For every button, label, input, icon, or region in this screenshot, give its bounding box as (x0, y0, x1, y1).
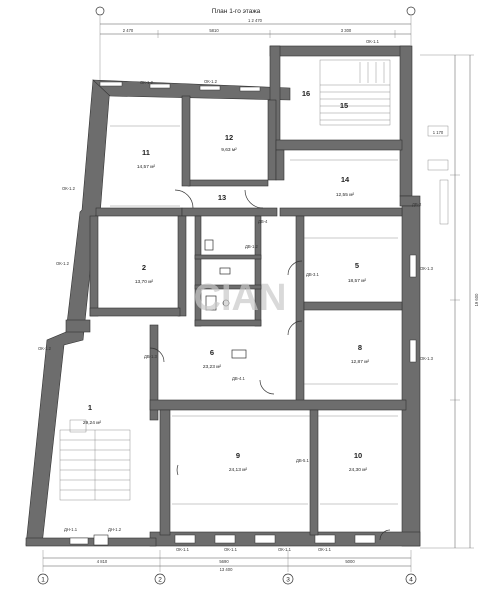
axis-marker-1 (37, 573, 49, 585)
room-2-area: 13,70 м² (135, 279, 154, 285)
room-6-area: 23,23 м² (203, 364, 222, 370)
opening-label: ОК-1.3 (420, 266, 434, 271)
room-5-area: 18,57 м² (348, 278, 367, 284)
dim-bottom-overall: 13 400 (220, 567, 233, 572)
door-swings (149, 189, 391, 541)
plan-title: План 1-го этажа (212, 8, 261, 15)
window-openings (69, 81, 417, 545)
opening-label: ДВ-1.3 (144, 354, 158, 359)
room-14-area: 12,55 м² (336, 192, 355, 198)
opening-label: ДВ-4.1 (232, 376, 246, 381)
room-5-number: 5 (355, 261, 359, 270)
toilet-fixtures (93, 239, 247, 546)
dim-top-2: 5810 (209, 28, 219, 33)
opening-label: ДВ-3.1 (306, 272, 320, 277)
opening-label: ОК-1.1 (366, 39, 380, 44)
axis-marker-3 (282, 573, 294, 585)
opening-label: ОК-1.2 (56, 261, 70, 266)
room-13-number: 13 (218, 193, 226, 202)
interior-walls (65, 95, 407, 536)
room-10-area: 24,30 м² (349, 467, 368, 473)
interior-dimension-lines (110, 125, 398, 505)
room-8-area: 12,87 м² (351, 359, 370, 365)
axis-label-2: 2 (158, 577, 162, 584)
axis-label-1: 1 (41, 577, 45, 584)
room-11-area: 14,57 м² (137, 164, 156, 170)
opening-label: ОК-1.1 (176, 547, 190, 552)
opening-label: ОК-1.1 (278, 547, 292, 552)
bottom-dimensions: 4 810 5690 5000 13 400 1 2 3 4 (37, 550, 417, 585)
dim-bottom-1: 4 810 (97, 559, 108, 564)
opening-label: ДВ-1.2 (245, 244, 259, 249)
room-11-number: 11 (142, 148, 150, 157)
opening-label: ДВ-4 (258, 219, 268, 224)
opening-label: ОК-1.2 (204, 79, 218, 84)
axis-marker-2 (154, 573, 166, 585)
room-14-number: 14 (341, 175, 350, 184)
room-9-number: 9 (236, 451, 240, 460)
opening-label: ДН-1.1 (64, 527, 78, 532)
stairs-room-1 (59, 419, 131, 501)
room-12-number: 12 (225, 133, 233, 142)
dim-top-3: 3 300 (341, 28, 352, 33)
top-dimensions: 1 2 470 2 470 5810 3 300 1 170 (99, 16, 444, 135)
right-dimensions: 19 600 (420, 54, 479, 549)
room-12-area: 9,63 м² (221, 147, 237, 153)
room-2-number: 2 (142, 263, 146, 272)
opening-label: ОК-1.2 (38, 346, 52, 351)
room-labels: 1 29,24 м² 2 13,70 м² 5 18,57 м² 6 23,23… (83, 89, 370, 473)
axis-marker-4 (405, 573, 417, 585)
room-1-number: 1 (88, 403, 92, 412)
opening-label: ДВ-2 (412, 202, 422, 207)
room-9-area: 24,13 м² (229, 467, 248, 473)
opening-label: ОК-1.2 (62, 186, 76, 191)
axis-label-4: 4 (409, 577, 413, 584)
room-1-area: 29,24 м² (83, 420, 102, 426)
room-6-number: 6 (210, 348, 214, 357)
dim-top-1: 2 470 (123, 28, 134, 33)
opening-label: ОК-1.3 (420, 356, 434, 361)
watermark: CIAN (194, 277, 287, 319)
room-15-number: 15 (340, 101, 348, 110)
top-axis-markers (95, 6, 416, 16)
room-8-number: 8 (358, 343, 362, 352)
opening-label: ДВ-5.1 (296, 458, 310, 463)
dim-bottom-2: 5690 (219, 559, 229, 564)
opening-label: ДН-1.2 (108, 527, 122, 532)
opening-labels: ОК-1.2 ОК-1.2 ОК-1.2 ОК-1.2 ОК-1.2 ОК-1.… (38, 39, 434, 552)
dim-bottom-3: 5000 (345, 559, 355, 564)
room-10-number: 10 (354, 451, 362, 460)
dim-right-overall: 19 600 (474, 293, 479, 306)
dim-top-4: 1 170 (433, 130, 444, 135)
axis-label-3: 3 (286, 577, 290, 584)
room-16-number: 16 (302, 89, 310, 98)
dim-overall-width: 1 2 470 (248, 18, 263, 23)
opening-label: ОК-1.2 (140, 80, 154, 85)
stairs-top (319, 59, 391, 126)
opening-label: ОК-1.1 (224, 547, 238, 552)
opening-label: ОК-1.1 (318, 547, 332, 552)
